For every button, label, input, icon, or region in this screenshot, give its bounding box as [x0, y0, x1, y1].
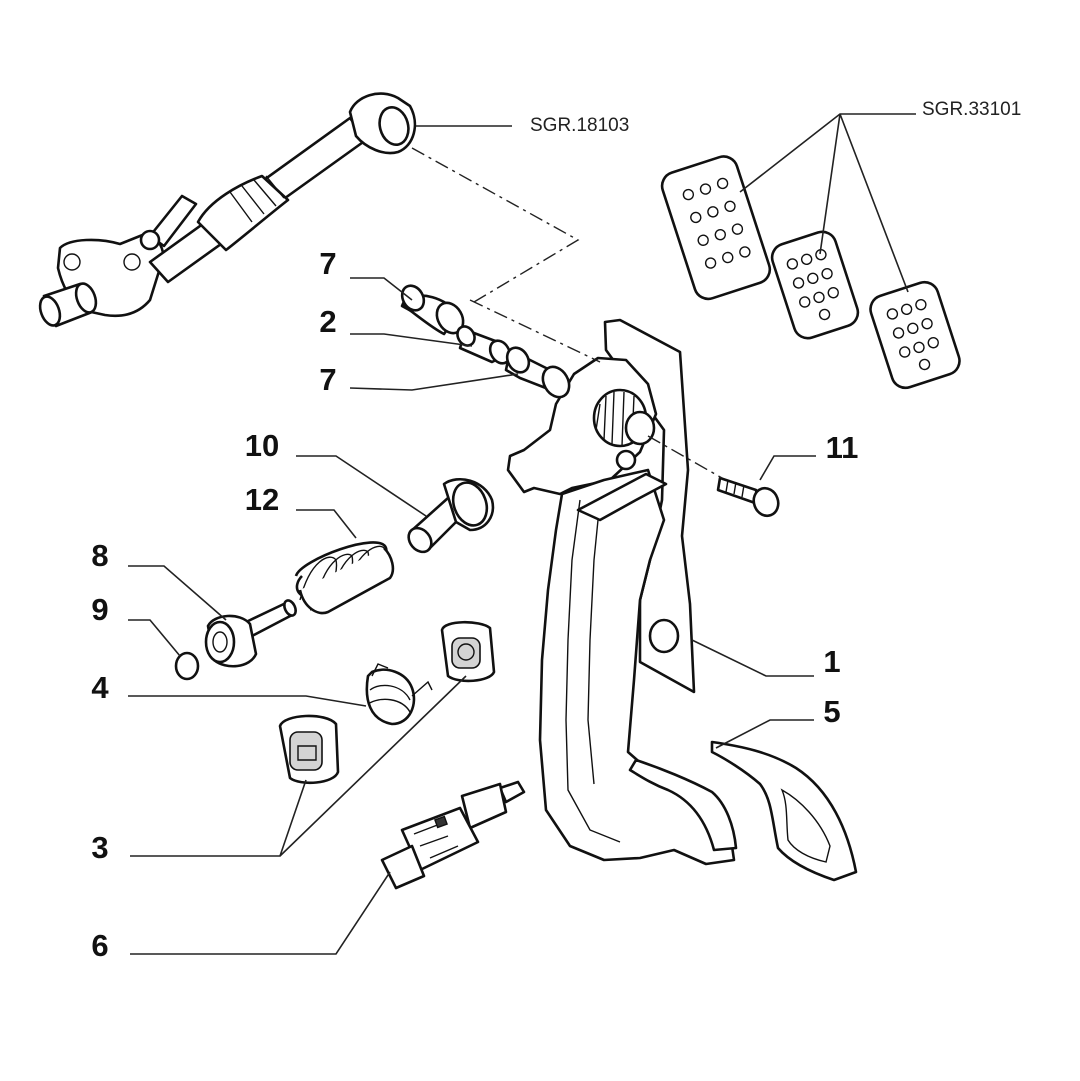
callout-6: 6	[91, 928, 108, 963]
pedal-rubber	[710, 740, 858, 882]
pedal-pad-3	[869, 280, 961, 390]
bolt-11	[716, 476, 780, 518]
buffer-3-lower	[278, 714, 340, 785]
spring-12	[294, 541, 395, 615]
callout-7-lower: 7	[319, 362, 336, 397]
callout-1: 1	[823, 644, 840, 679]
bush-7-lower	[504, 346, 571, 399]
leader-lines	[128, 113, 916, 955]
pushrod-8	[204, 599, 297, 668]
assembly-line-bushes	[469, 299, 601, 363]
clip-4	[365, 663, 433, 726]
callout-8: 8	[91, 538, 108, 573]
callout-5: 5	[823, 694, 840, 729]
assembly-line-rod	[411, 147, 580, 303]
pedal-pad-2	[770, 230, 860, 340]
pedal-pad-1	[660, 155, 772, 301]
callout-7-upper: 7	[319, 246, 336, 281]
o-ring-9	[174, 651, 200, 681]
callout-4: 4	[91, 670, 109, 705]
dust-cap-10	[407, 477, 495, 554]
master-cylinder-rod-assembly	[38, 92, 417, 328]
callout-3: 3	[91, 830, 108, 865]
callout-11: 11	[826, 430, 859, 465]
pedal-pads	[660, 155, 961, 390]
switch-6	[380, 780, 526, 890]
ref-label-top: SGR.18103	[530, 115, 629, 136]
pedal-lever	[506, 318, 738, 866]
callout-9: 9	[91, 592, 108, 627]
callout-10: 10	[245, 428, 279, 463]
ref-label-pads: SGR.33101	[922, 99, 1021, 120]
callout-2: 2	[319, 304, 336, 339]
bush-7-upper	[400, 284, 465, 336]
buffer-3-upper	[440, 620, 496, 683]
callout-12: 12	[245, 482, 279, 517]
